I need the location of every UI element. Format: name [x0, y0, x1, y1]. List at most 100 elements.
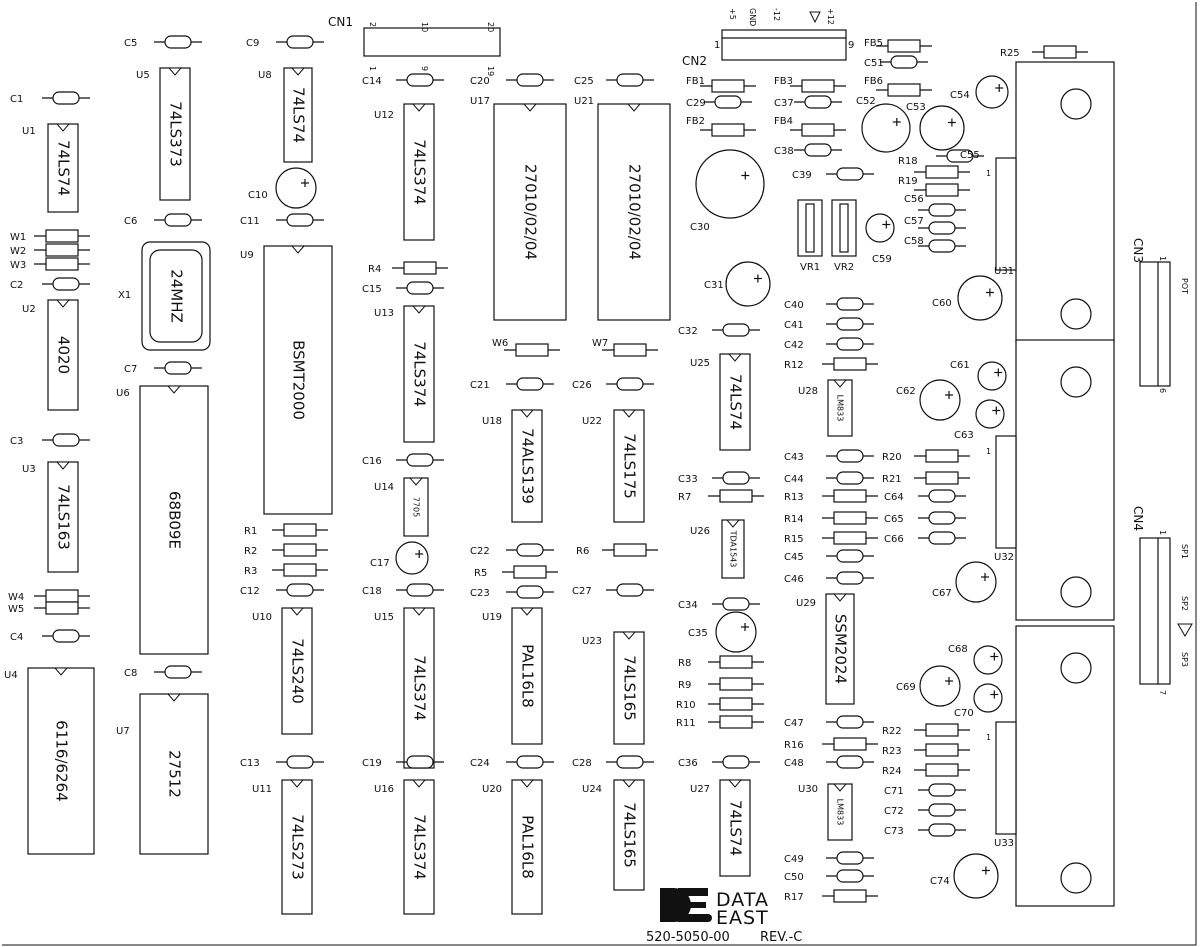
resistor-r24: R24 — [882, 763, 970, 777]
capacitor-c56: C56 — [904, 194, 966, 217]
cn2-label: CN2 — [682, 54, 707, 68]
pin1-marker: 1 — [986, 169, 991, 178]
cap-body — [52, 277, 80, 291]
chip-body — [403, 477, 429, 537]
capacitor-c1: C1 — [10, 91, 90, 105]
trimpot-wiper — [839, 203, 849, 253]
capacitor-c14: C14 — [362, 73, 444, 87]
cn3-pin-number: 6 — [1158, 388, 1167, 393]
capacitor-c7: C7 — [124, 361, 202, 375]
cap-body — [616, 377, 644, 391]
mount-hole — [1060, 576, 1092, 608]
cap-ref: C11 — [240, 216, 260, 227]
resistor-body — [925, 449, 959, 463]
cap-ref: C8 — [124, 668, 137, 679]
cap-ref: C33 — [678, 474, 698, 485]
electrolytic-c70: C70 — [954, 683, 1003, 719]
chip-body — [139, 693, 209, 855]
cap-body — [836, 715, 864, 729]
cap-ref: C48 — [784, 758, 804, 769]
cap-body — [516, 377, 544, 391]
cap-ref: C22 — [470, 546, 490, 557]
cap-ref: C55 — [960, 150, 980, 161]
pin1-notch — [621, 631, 637, 640]
cap-ref: C26 — [572, 380, 592, 391]
ecap-body — [861, 103, 911, 153]
cap-ref: C6 — [124, 216, 137, 227]
resistor-r1: R1 — [244, 523, 328, 537]
resistor-body — [719, 677, 753, 691]
electrolytic-c67: C67 — [932, 561, 997, 603]
cap-body — [804, 143, 832, 157]
ecap-ref: C52 — [856, 96, 876, 107]
electrolytic-c61: C61 — [950, 360, 1007, 391]
chip-part-name: 27512 — [166, 750, 184, 798]
cap-body — [164, 35, 192, 49]
resistor-ref: R16 — [784, 740, 804, 751]
cap-ref: C44 — [784, 474, 804, 485]
electrolytic-c63: C63 — [954, 399, 1005, 441]
capacitor-c43: C43 — [784, 449, 874, 463]
cap-body — [836, 869, 864, 883]
cap-body — [836, 297, 864, 311]
cn1-pin-number: 20 — [486, 22, 495, 32]
logo-line1: DATA — [716, 889, 769, 911]
resistor-ref: R22 — [882, 726, 902, 737]
chip-body — [27, 667, 95, 855]
cap-body — [616, 583, 644, 597]
speaker-label: SP2 — [1180, 596, 1189, 611]
ecap-ref: C54 — [950, 90, 970, 101]
cap-ref: C73 — [884, 826, 904, 837]
cn1-body — [363, 27, 501, 57]
resistor-ref: R6 — [576, 546, 589, 557]
ecap-ref: C68 — [948, 644, 968, 655]
amp-ic — [995, 435, 1017, 549]
pin1-notch — [727, 779, 743, 788]
resistor-body — [925, 165, 959, 179]
ecap-body — [975, 399, 1005, 429]
pin1-notch — [725, 519, 741, 528]
pin1-notch — [289, 779, 305, 788]
chip-body — [493, 103, 567, 321]
capacitor-c6: C6 — [124, 213, 202, 227]
ferrite-fb1: FB1 — [686, 76, 756, 93]
cap-ref: C12 — [240, 586, 260, 597]
pot-label: POT — [1180, 278, 1189, 294]
capacitor-c50: C50 — [784, 869, 874, 883]
cap-body — [836, 449, 864, 463]
resistor-body — [513, 565, 547, 579]
resistor-body — [833, 737, 867, 751]
cn1-pin-number: 9 — [420, 66, 429, 71]
chip-part-name: PAL16L8 — [519, 644, 537, 708]
chip-ref: U30 — [798, 784, 818, 795]
chip-part-name: 74LS374 — [411, 655, 429, 721]
resistor-r10: R10 — [676, 697, 764, 711]
resistor-ref: R15 — [784, 534, 804, 545]
chip-ref: U12 — [374, 110, 394, 121]
chip-ref: U15 — [374, 612, 394, 623]
electrolytic-c30: C30 — [690, 149, 765, 233]
ecap-ref: C62 — [896, 386, 916, 397]
ecap-ref: C74 — [930, 876, 950, 887]
resistor-ref: R23 — [882, 746, 902, 757]
ferrite-ref: FB4 — [774, 116, 793, 127]
cn3-label: CN3 — [1131, 238, 1145, 263]
capacitor-c23: C23 — [470, 585, 554, 599]
trimpot-vr1: VR1 — [797, 199, 823, 273]
cap-ref: C41 — [784, 320, 804, 331]
chip-ref: U21 — [574, 96, 594, 107]
cap-ref: C7 — [124, 364, 137, 375]
chip-part-name: 27010/02/04 — [522, 164, 540, 260]
capacitor-c9: C9 — [246, 35, 324, 49]
capacitor-c47: C47 — [784, 715, 874, 729]
cap-body — [836, 851, 864, 865]
electrolytic-c52: C52 — [856, 96, 911, 153]
